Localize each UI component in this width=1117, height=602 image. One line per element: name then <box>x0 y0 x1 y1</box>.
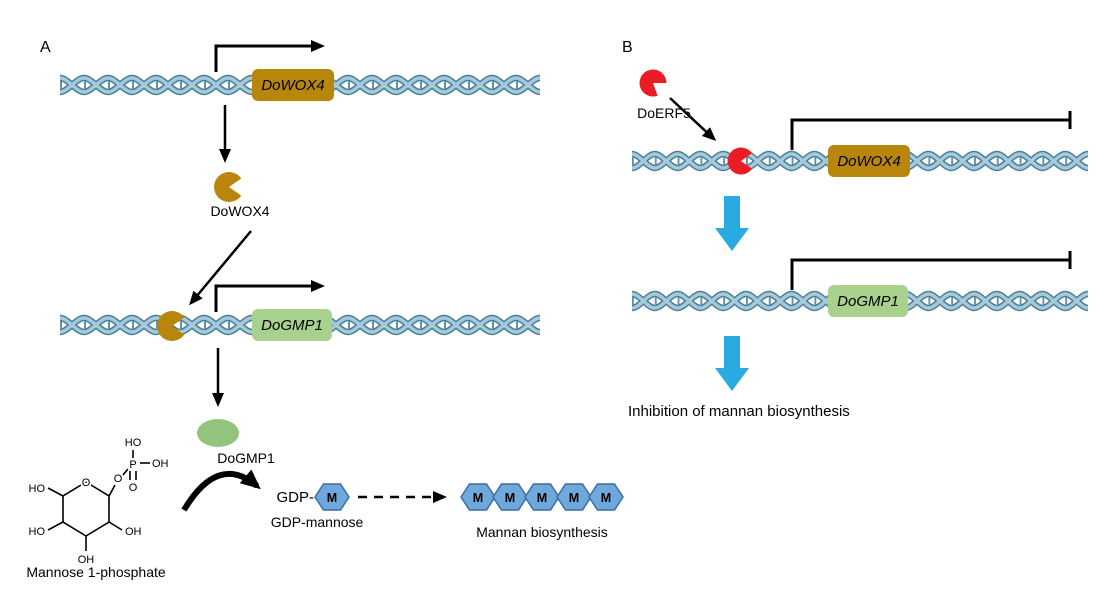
chem-bonds <box>47 450 150 551</box>
panel-a-label: A <box>40 39 51 56</box>
substrate-label: Mannose 1-phosphate <box>26 564 166 580</box>
gdp-mannose-label: GDP-mannose <box>271 514 364 530</box>
bond-line <box>47 487 64 497</box>
reaction-curved-arrow <box>181 469 261 512</box>
doerf5-label: DoERF5 <box>637 105 691 121</box>
panel-b-label: B <box>622 39 633 56</box>
doerf5-bound-icon <box>727 147 753 175</box>
hydroxyl-label: HO <box>29 526 46 538</box>
hydroxyl-label: OH <box>152 458 169 470</box>
dogmp1-gene-label-a: DoGMP1 <box>261 317 323 334</box>
signal-arrow-1 <box>715 196 749 251</box>
mannose-1-phosphate-structure: O HO HO OH OH O P HO OH O Mannose 1-phos… <box>26 435 170 580</box>
bond-line <box>108 484 116 497</box>
mannose-unit-label: M <box>327 491 337 505</box>
bond-line <box>121 468 129 477</box>
dowox4-gene-box-a <box>252 69 334 101</box>
dowox4-gene-label-a: DoWOX4 <box>261 77 324 94</box>
inhibition-tbar-gmp1 <box>790 258 1070 290</box>
mannan-chain: M M M M M <box>460 483 624 511</box>
dowox4-gene-label-b: DoWOX4 <box>837 153 900 170</box>
dowox4-gene-box-b <box>828 145 910 177</box>
hydroxyl-label: HO <box>125 437 142 449</box>
bond-line <box>47 521 64 531</box>
bond-line <box>108 521 123 531</box>
signal-arrow-2 <box>715 336 749 391</box>
sugar-ring <box>62 481 110 537</box>
binding-arrow-wox4 <box>189 230 252 306</box>
transcription-arrow-gmp1 <box>214 280 325 312</box>
mannan-chain-hexagon <box>588 483 624 511</box>
mannose-unit-label: M <box>473 491 483 505</box>
mannose-unit-label: M <box>569 491 579 505</box>
dogmp1-gene-label-b: DoGMP1 <box>837 293 899 310</box>
mannose-unit-label: M <box>537 491 547 505</box>
hydroxyl-label: HO <box>29 483 46 495</box>
inhibition-tbar-wox4 <box>790 118 1070 150</box>
link-oxygen-label: O <box>114 473 123 485</box>
dogmp1-gene-box-b <box>828 285 908 317</box>
phosphorus-label: P <box>129 459 136 471</box>
transcription-arrow-wox4 <box>214 40 325 72</box>
mannose-unit-label: M <box>601 491 611 505</box>
double-bond-oxygen-label: O <box>129 482 138 494</box>
dogmp1-protein-label: DoGMP1 <box>217 450 275 466</box>
dogmp1-protein-icon <box>197 419 239 447</box>
binding-arrow-erf5 <box>669 97 717 142</box>
dowox4-protein-icon <box>214 172 242 202</box>
gdp-mannose-hexagon <box>314 483 350 511</box>
mannan-biosynthesis-label: Mannan biosynthesis <box>476 524 608 540</box>
gdp-prefix-label: GDP- <box>277 489 315 506</box>
mannose-unit-label: M <box>505 491 515 505</box>
doerf5-protein-icon <box>634 64 670 101</box>
hydroxyl-label: OH <box>78 554 95 566</box>
dowox4-protein-label: DoWOX4 <box>210 203 269 219</box>
hydroxyl-label: OH <box>125 526 142 538</box>
inhibition-label: Inhibition of mannan biosynthesis <box>628 403 850 420</box>
ring-oxygen-label: O <box>82 477 91 489</box>
dogmp1-gene-box-a <box>252 309 332 341</box>
